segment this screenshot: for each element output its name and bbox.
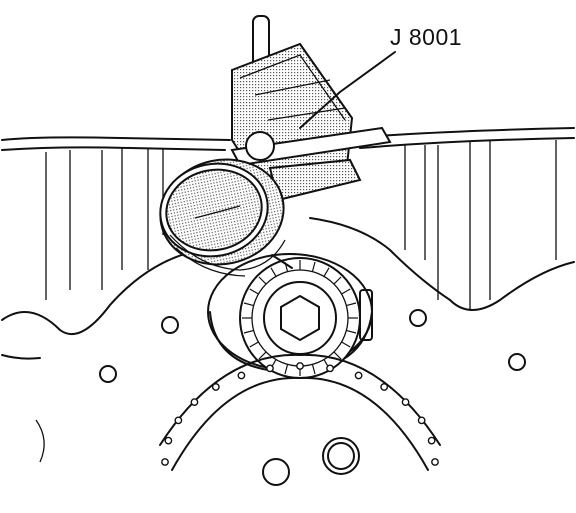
sprocket-tooth — [284, 364, 289, 375]
sprocket-tooth — [243, 329, 254, 334]
sprocket-tooth — [346, 302, 357, 307]
callout-leader-line — [299, 51, 396, 129]
chain-link-pin — [296, 362, 304, 370]
dial-indicator-tool — [159, 15, 392, 277]
chain-link-pin — [417, 416, 426, 425]
sprocket-tooth — [270, 267, 277, 277]
chain-link-pin — [431, 458, 439, 466]
sprocket-tooth — [333, 276, 342, 285]
chain-link-pin — [237, 371, 246, 380]
chain-link-pin — [380, 383, 389, 391]
chain-link-pin — [164, 436, 173, 445]
chain-link-pin — [174, 416, 183, 425]
engine-block-outline — [1, 127, 575, 463]
cover-bolts — [99, 309, 526, 486]
chain-link-pin — [266, 364, 274, 373]
sprocket-tooth — [341, 341, 351, 348]
sprocket-tooth — [258, 276, 267, 285]
chain-link-pin — [211, 383, 220, 391]
sprocket-tooth — [249, 288, 259, 295]
chain-link-pin — [326, 364, 334, 373]
sprocket-tooth — [258, 351, 267, 360]
camshaft-sprocket — [207, 253, 373, 379]
chain-link-pin — [354, 371, 363, 380]
sprocket-tooth — [243, 302, 254, 307]
chain-link-pin — [401, 398, 410, 407]
chain-link-pin — [190, 398, 199, 407]
chain-link-pin — [427, 436, 436, 445]
sprocket-tooth — [346, 329, 357, 334]
sprocket-tooth — [333, 351, 342, 360]
sprocket-tooth — [341, 288, 351, 295]
timing-chain — [159, 353, 441, 471]
sprocket-tooth — [311, 261, 316, 272]
tool-callout-label: J 8001 — [390, 24, 463, 50]
chain-link-pin — [161, 458, 169, 466]
sprocket-tooth — [323, 267, 330, 277]
sprocket-tooth — [249, 341, 259, 348]
sprocket-tooth — [311, 364, 316, 375]
